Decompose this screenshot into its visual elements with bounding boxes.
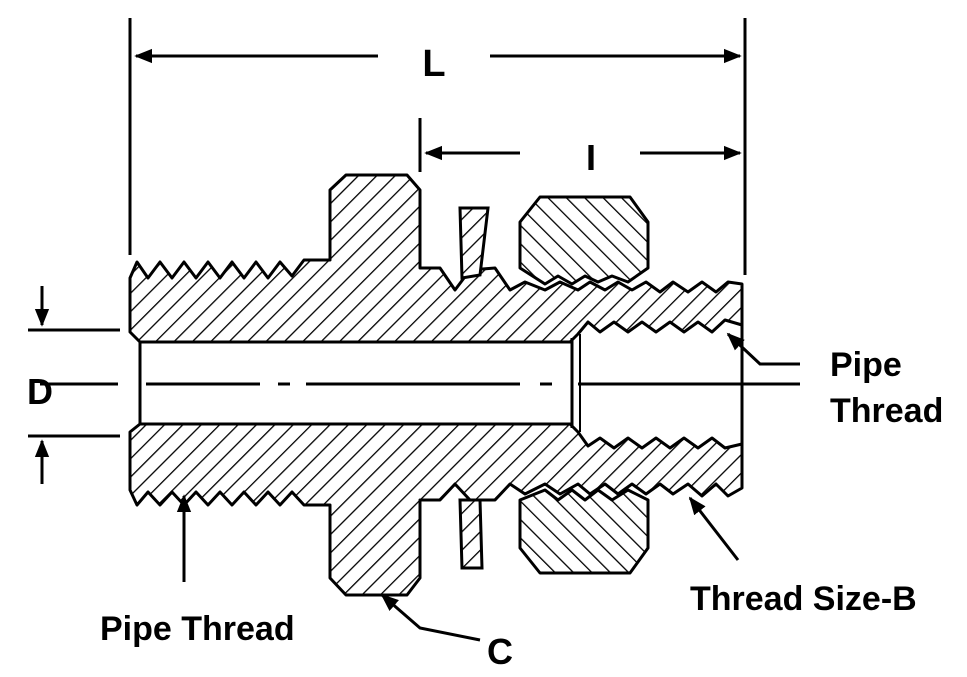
label-thread-length: I bbox=[586, 137, 596, 178]
fitting-body bbox=[128, 173, 744, 597]
ring-upper bbox=[458, 206, 490, 280]
label-length: L bbox=[422, 43, 445, 85]
dimension-i bbox=[418, 118, 742, 172]
dimension-l bbox=[128, 18, 747, 275]
dimension-d bbox=[28, 286, 120, 484]
label-pipe-thread-bottom: Pipe Thread bbox=[100, 610, 295, 648]
nut-upper bbox=[518, 195, 650, 286]
body-upper-section bbox=[128, 173, 744, 344]
label-collar: C bbox=[487, 631, 513, 672]
label-pipe-thread-right-2: Thread bbox=[830, 392, 943, 430]
leader-thread-size bbox=[688, 496, 740, 561]
label-thread-size: Thread Size-B bbox=[690, 580, 917, 618]
leader-collar bbox=[380, 593, 481, 642]
nut-lower bbox=[518, 488, 650, 575]
label-diameter: D bbox=[27, 371, 53, 412]
ring-lower bbox=[458, 498, 484, 570]
leader-pipe-thread-right bbox=[726, 332, 800, 366]
label-pipe-thread-right-1: Pipe bbox=[830, 346, 902, 384]
body-lower-section bbox=[128, 422, 744, 597]
